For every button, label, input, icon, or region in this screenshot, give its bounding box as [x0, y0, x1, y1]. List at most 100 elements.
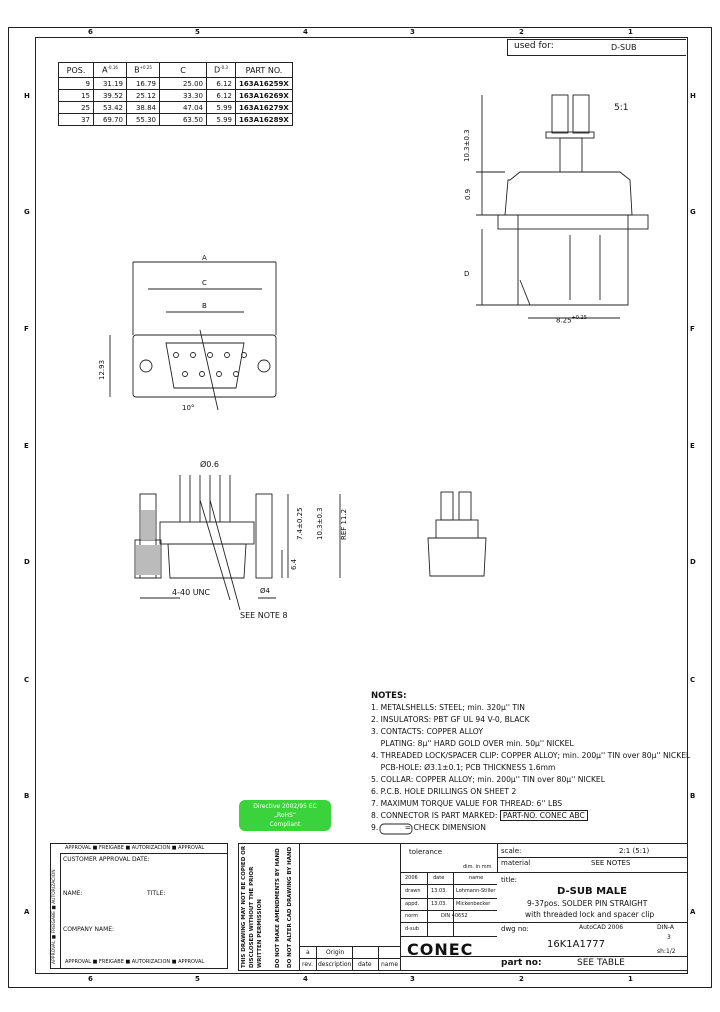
company-label: COMPANY NAME:: [63, 926, 115, 933]
rohs-line: „RoHS“: [274, 812, 296, 819]
notes-title: NOTES:: [371, 691, 407, 701]
name-label: NAME:: [63, 890, 83, 897]
zone-col-2-bottom: 2: [519, 975, 524, 983]
zone-col-5: 5: [195, 28, 200, 36]
note-line: 4. THREADED LOCK/SPACER CLIP: COPPER ALL…: [371, 751, 691, 760]
table-cell: 16.79: [126, 77, 160, 90]
dim-thread: 4-40 UNC: [172, 588, 211, 597]
drawing-subtitle-2: with threaded lock and spacer clip: [525, 910, 655, 919]
zone-row-b: B: [24, 792, 30, 800]
note-line: 7. MAXIMUM TORQUE VALUE FOR THREAD: 6'' …: [371, 799, 563, 808]
date-col-label: date: [433, 875, 445, 881]
table-cell: 6.12: [206, 89, 236, 102]
zone-col-6-bottom: 6: [88, 975, 93, 983]
drawn-name: Lohmann-Stiller: [456, 888, 496, 894]
drawn-label: drawn: [405, 888, 421, 894]
tolerance-label: tolerance: [409, 848, 443, 856]
conec-logo: CONEC: [407, 940, 474, 959]
title-label: title:: [501, 876, 518, 884]
zone-col-4: 4: [303, 28, 308, 36]
table-cell: 163A16259X: [235, 77, 293, 90]
table-header: D-0.3: [206, 62, 236, 78]
scale-label: scale:: [501, 847, 522, 855]
zone-col-2: 2: [519, 28, 524, 36]
dim-unit-label: dim. in mm: [463, 864, 492, 870]
rohs-badge: Directive 2002/95 EC „RoHS“ Compliant: [239, 800, 331, 831]
used-for-box: used for: D-SUB: [507, 39, 686, 56]
legal-line: DO NOT MAKE AMENDMENTS BY HAND: [275, 848, 281, 968]
zone-row-h-right: H: [690, 92, 696, 100]
approval-header: APPROVAL ■ FREIGABE ■ AUTORIZACION ■ APP…: [65, 845, 205, 851]
software-label: AutoCAD 2006: [579, 924, 624, 931]
table-cell: 31.19: [93, 77, 127, 90]
table-cell: 25.12: [126, 89, 160, 102]
table-cell: 5.99: [206, 101, 236, 114]
appd-name: Mickenbecker: [456, 901, 491, 907]
dim-7-4: 7.4±0.25: [296, 507, 304, 540]
table-cell: 47.04: [159, 101, 207, 114]
table-cell: 163A16289X: [235, 113, 293, 126]
see-note-label: SEE NOTE 8: [240, 611, 288, 620]
appd-date: 13.03.: [431, 901, 447, 907]
customer-approval-label: CUSTOMER APPROVAL DATE:: [63, 856, 150, 863]
used-for-label: used for:: [514, 41, 554, 51]
title-label: TITLE:: [147, 890, 166, 897]
table-cell: 37: [58, 113, 94, 126]
drawing-title: D-SUB MALE: [557, 886, 627, 897]
table-cell: 15: [58, 89, 94, 102]
drawing-inner-frame: [35, 37, 688, 974]
name-col-label: name: [469, 875, 484, 881]
table-cell: 163A16269X: [235, 89, 293, 102]
notes-block: NOTES: 1. METALSHELLS: STEEL; min. 320µ'…: [371, 690, 690, 834]
drawing-subtitle: 9-37pos. SOLDER PIN STRAIGHT: [527, 899, 648, 908]
legal-line: DO NOT ALTER CAD DRAWING BY HAND: [287, 846, 293, 968]
revision-block: a Origin rev. description date name: [300, 843, 401, 971]
table-header: C: [159, 62, 207, 78]
note-line: 5. COLLAR: COPPER ALLOY; min. 200µ'' TIN…: [371, 775, 605, 784]
dwg-no-label: dwg no:: [501, 925, 529, 933]
state-label: d-sub: [405, 926, 419, 932]
approval-box: APPROVAL ■ FREIGABE ■ AUTORIZACION ■ APP…: [50, 843, 228, 969]
approval-footer: APPROVAL ■ FREIGABE ■ AUTORIZACION ■ APP…: [65, 959, 205, 965]
table-header: PART NO.: [235, 62, 293, 78]
legal-box: THIS DRAWING MAY NOT BE COPIED OR DISCLO…: [238, 843, 300, 971]
note-line: 1. METALSHELLS: STEEL; min. 320µ'' TIN: [371, 703, 525, 712]
table-cell: 163A16279X: [235, 101, 293, 114]
zone-row-g: G: [24, 208, 30, 216]
note-line: 3. CONTACTS: COPPER ALLOY: [371, 727, 483, 736]
rohs-line: Directive 2002/95 EC: [253, 803, 317, 810]
table-cell: 6.12: [206, 77, 236, 90]
used-for-value: D-SUB: [611, 43, 637, 52]
table-cell: 63.50: [159, 113, 207, 126]
sheet-label: sh:1/2: [657, 948, 676, 955]
dim-8-25: 8.25+0.25: [556, 315, 587, 325]
note-line: 8. CONNECTOR IS PART MARKED: PART-NO. CO…: [371, 810, 690, 822]
scale-value: 2:1 (5:1): [619, 847, 650, 855]
material-label: material: [501, 859, 531, 867]
zone-col-1: 1: [628, 28, 633, 36]
desc-label: description: [318, 961, 352, 968]
rohs-line: Compliant: [269, 821, 301, 828]
scale-detail-label: 5:1: [614, 103, 629, 113]
zone-col-6: 6: [88, 28, 93, 36]
zone-row-e: E: [24, 442, 29, 450]
dim-d4: Ø4: [260, 587, 270, 595]
zone-row-c-right: C: [690, 676, 696, 684]
zone-row-a-right: A: [690, 908, 696, 916]
approval-side: APPROVAL ■ FREIGABE ■ AUTORIZACION: [52, 869, 57, 964]
table-cell: 38.84: [126, 101, 160, 114]
name-col-label: name: [381, 961, 399, 968]
marking-box: PART-NO. CONEC ABC: [499, 810, 588, 821]
dim-6-4: 6.4: [290, 558, 298, 570]
zone-row-f-right: F: [690, 325, 695, 333]
rev-origin: Origin: [326, 949, 345, 956]
table-header: A-0.16: [93, 62, 127, 78]
zone-row-g-right: G: [690, 208, 696, 216]
size-label: DIN-A: [657, 924, 675, 931]
legal-line: WRITTEN PERMISSION: [257, 899, 263, 968]
